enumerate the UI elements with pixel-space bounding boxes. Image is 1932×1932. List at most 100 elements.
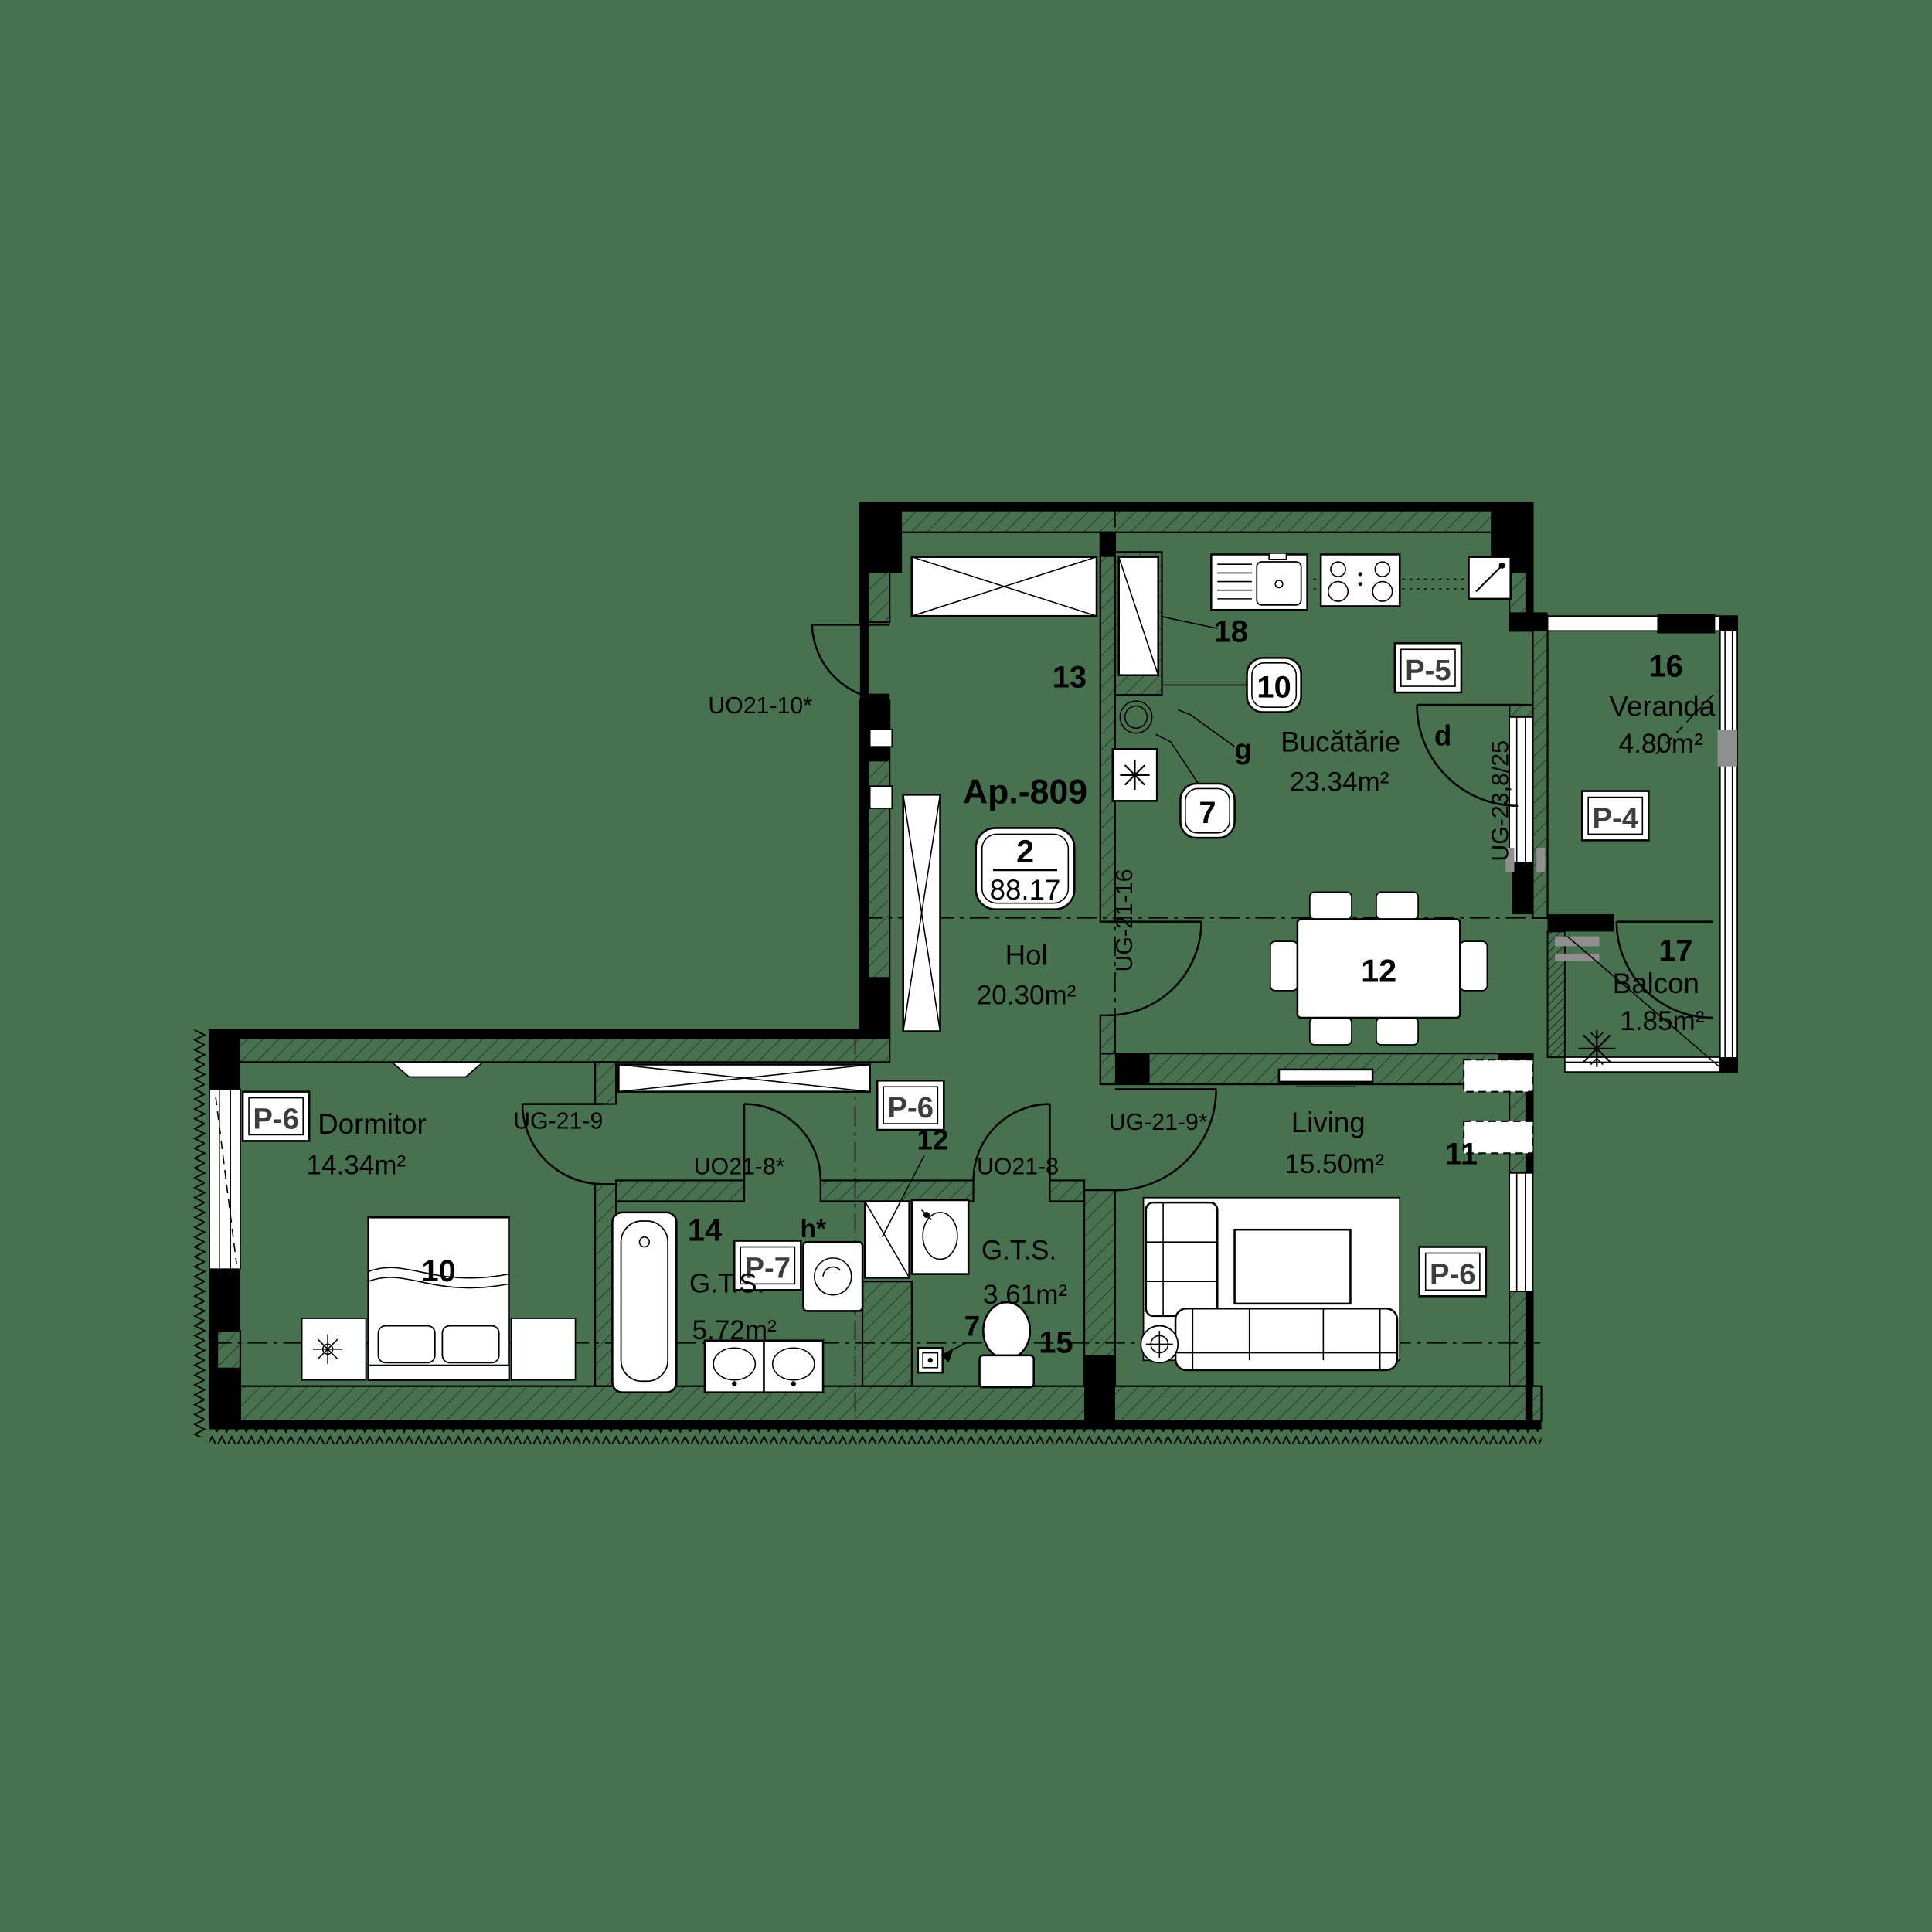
- panel-p6-label: P-6: [887, 1091, 934, 1124]
- doors: [521, 624, 1713, 1192]
- sink-icon: [703, 1339, 825, 1393]
- closet-icon: [902, 794, 941, 1032]
- corner-appliance-icon: [1468, 556, 1512, 600]
- panel-p6-dormitor: P-6: [241, 1090, 311, 1142]
- kitchen-shaft-number: 18: [1214, 615, 1248, 649]
- armchair-icon: [1145, 1201, 1219, 1318]
- insulation-bottom: [209, 1429, 1542, 1444]
- door-veranda: [1416, 703, 1519, 808]
- gts-wc-name: G.T.S.: [981, 1235, 1056, 1265]
- gts-wc-area: 3.61m²: [983, 1280, 1067, 1310]
- veranda-name: Veranda: [1610, 690, 1716, 722]
- wardrobe-icon: [910, 556, 1098, 617]
- door-entry-label: UO21-10*: [708, 693, 812, 719]
- shaft-sink-icon: [863, 1200, 910, 1279]
- panel-p5: P-5: [1393, 641, 1463, 694]
- dormitor-bed-number: 10: [421, 1254, 455, 1288]
- total-area: 88.17: [990, 874, 1061, 906]
- door-gts-wc: [972, 1103, 1051, 1181]
- door-gts-bath-label: UO21-8*: [694, 1154, 785, 1179]
- kitchen-area: 23.34m²: [1290, 767, 1389, 798]
- stove-icon: [1319, 553, 1401, 607]
- room-veranda: [1548, 631, 1720, 914]
- electrical-panel-icon: [869, 729, 893, 748]
- entry-door: [811, 624, 890, 701]
- door-hol-kitchen-label: UG-21-16: [1112, 869, 1138, 972]
- panel-p6-living: P-6: [1418, 1246, 1488, 1298]
- panel-p5-label: P-5: [1405, 654, 1451, 687]
- balcon-number: 17: [1658, 934, 1692, 968]
- door-living-label: UG-21-9*: [1109, 1110, 1208, 1135]
- door-balcon: [1615, 920, 1713, 1019]
- electrical-panel-icon: [869, 785, 893, 809]
- washing-machine-icon: [802, 1240, 864, 1312]
- drain-star-icon: [1111, 748, 1158, 802]
- furniture: [301, 553, 1616, 1393]
- hol-closet-number: 12: [917, 1124, 949, 1156]
- panel-labels: P-5 P-4 P-6 P-6 P-6 P-7: [241, 641, 1650, 1298]
- door-gts-wc-label: UO21-8: [977, 1154, 1059, 1179]
- washer-label: h*: [801, 1215, 826, 1243]
- hol-name: Hol: [1005, 939, 1048, 971]
- balcon-name: Balcon: [1613, 968, 1699, 999]
- living-area: 15.50m²: [1284, 1149, 1384, 1179]
- shaft-cabinet-icon: [1117, 556, 1159, 734]
- insulation-left: [193, 1029, 209, 1437]
- window-dormitor: [209, 1088, 241, 1270]
- dormitor-name: Dormitor: [318, 1108, 427, 1140]
- panel-p7: P-7: [733, 1240, 802, 1291]
- veranda-number: 16: [1648, 649, 1682, 683]
- wall-sink-icon: [910, 1199, 970, 1275]
- panel-p4: P-4: [1580, 790, 1650, 842]
- door-gts-bath: [743, 1103, 822, 1181]
- window-living: [1509, 1172, 1534, 1292]
- kitchen-sink-icon: [1210, 553, 1308, 611]
- kitchen-name: Bucătărie: [1281, 726, 1400, 758]
- balcony-unit-label: UG-23,8/25: [1488, 740, 1514, 862]
- balcony-door-leaf: [1512, 862, 1533, 915]
- gts-bath-area: 5.72m²: [692, 1315, 777, 1345]
- balcon-walls: [1546, 930, 1721, 1073]
- plant-icon: [1140, 1325, 1179, 1364]
- toilet-icon: [978, 1301, 1035, 1389]
- plumbing-shaft: [861, 1281, 913, 1387]
- rooms-count: 2: [1016, 833, 1034, 869]
- panel-p6-label: P-6: [1430, 1257, 1476, 1291]
- gts-wc-drain-number: 7: [964, 1310, 980, 1342]
- panel-p6-corridor: P-6: [876, 1080, 945, 1131]
- dormitor-area: 14.34m²: [306, 1150, 406, 1180]
- balcon-area: 1.85m²: [1620, 1006, 1704, 1036]
- tv-icon: [1277, 1068, 1374, 1088]
- gts-bath-number: 14: [688, 1214, 722, 1248]
- badge-7: 7: [1179, 782, 1236, 839]
- hol-number: 13: [1053, 661, 1087, 695]
- gts-bath-name: G.T.S.: [689, 1269, 764, 1299]
- door-hol-kitchen: [1107, 920, 1202, 1017]
- dining-table-seats: 12: [1361, 953, 1396, 989]
- snowflake-icon: [1578, 1029, 1616, 1067]
- hol-area: 20.30m²: [977, 980, 1077, 1010]
- door-dormitor: [521, 1103, 603, 1185]
- text-labels: Ap.-809 13 Hol 20.30m² 12 18 g Bucătărie…: [306, 615, 1715, 1360]
- badge-10: 10: [1246, 657, 1302, 713]
- veranda-area: 4.80m²: [1619, 729, 1703, 759]
- badge-7-label: 7: [1199, 796, 1216, 830]
- dining-table-icon: [1269, 891, 1488, 1046]
- gts-wc-toilet-number: 15: [1039, 1326, 1073, 1360]
- sofa-icon: [1174, 1307, 1399, 1372]
- panel-p6-label: P-6: [253, 1102, 299, 1135]
- radiator-icon: [1463, 1059, 1534, 1093]
- kitchen-letter-d: d: [1434, 720, 1451, 752]
- panel-p7-label: P-7: [745, 1251, 791, 1284]
- veranda-glazing: [1546, 614, 1738, 1073]
- door-dormitor-label: UG-21-9: [513, 1108, 603, 1134]
- panel-p4-label: P-4: [1592, 801, 1638, 835]
- kitchen-letter-g: g: [1235, 733, 1252, 765]
- corridor-wardrobe-icon: [617, 1063, 871, 1093]
- bed-icon: [301, 1216, 577, 1381]
- living-name: Living: [1291, 1107, 1366, 1138]
- window-kitchen-balcony-unit: [1505, 716, 1546, 915]
- door-living: [1114, 1088, 1217, 1192]
- living-number: 11: [1445, 1138, 1478, 1172]
